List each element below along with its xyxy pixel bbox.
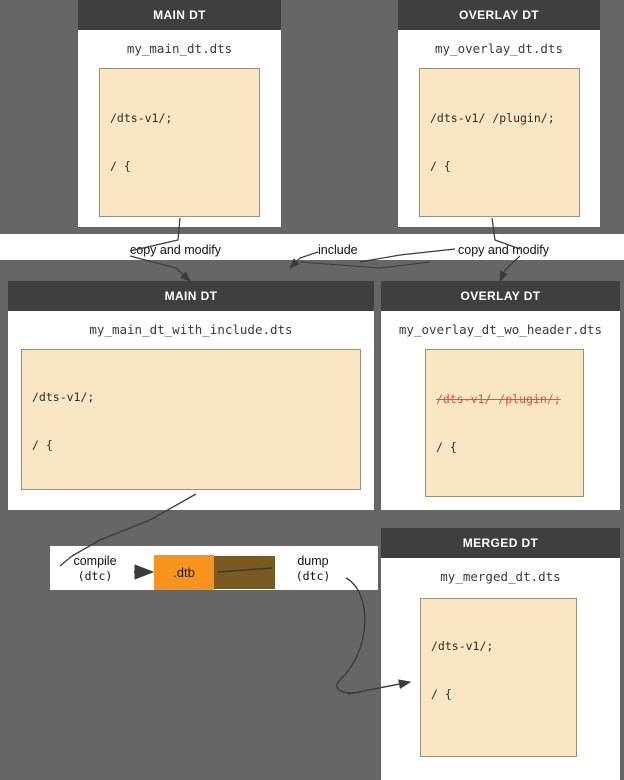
file-name-my-main-dt-with-include: my_main_dt_with_include.dts [89, 322, 293, 337]
edge-label-copy-modify-right: copy and modify [458, 243, 550, 257]
panel-overlay-dt-mid-header: OVERLAY DT [381, 281, 620, 311]
code-line: / { [32, 438, 53, 452]
panel-overlay-dt-top-body: my_overlay_dt.dts /dts-v1/ /plugin/; / {… [398, 30, 600, 227]
panel-main-dt-mid-header: MAIN DT [8, 281, 374, 311]
panel-main-dt-top-body: my_main_dt.dts /dts-v1/; / { … }; [78, 30, 281, 227]
code-line: / { [431, 687, 452, 701]
dtb-artifact-box: .dtb [154, 555, 214, 590]
file-name-my-main-dt: my_main_dt.dts [126, 41, 233, 56]
code-block-my-overlay-dt: /dts-v1/ /plugin/; / { … }; [419, 68, 580, 217]
panel-main-dt-mid: MAIN DT my_main_dt_with_include.dts /dts… [8, 281, 374, 510]
dtb-shadow [210, 556, 275, 589]
code-line: … [436, 488, 457, 497]
code-line: … [32, 481, 360, 489]
code-line: / { [436, 440, 457, 454]
panel-merged-dt-body: my_merged_dt.dts /dts-v1/; / { … … }; [381, 558, 620, 780]
code-line: /dts-v1/ /plugin/; [430, 111, 555, 125]
connector-dump-to-merged [336, 577, 366, 694]
file-name-my-merged-dt: my_merged_dt.dts [440, 569, 561, 584]
code-line: … [430, 207, 451, 217]
compile-tool-text: (dtc) [77, 569, 113, 583]
code-line: /dts-v1/; [110, 111, 173, 125]
dump-label-text: dump [297, 554, 329, 568]
code-line: /dts-v1/; [32, 390, 95, 404]
panel-main-dt-top-header: MAIN DT [78, 0, 281, 30]
code-block-my-merged-dt: /dts-v1/; / { … … }; [420, 598, 577, 757]
edge-label-copy-modify-left: copy and modify [130, 243, 222, 257]
code-block-my-main-dt: /dts-v1/; / { … }; [99, 68, 260, 217]
dump-tool-text: (dtc) [295, 569, 331, 583]
code-line: /dts-v1/; [431, 639, 494, 653]
panel-merged-dt: MERGED DT my_merged_dt.dts /dts-v1/; / {… [381, 528, 620, 780]
edge-label-include: include [318, 243, 358, 257]
panel-overlay-dt-top-header: OVERLAY DT [398, 0, 600, 30]
panel-main-dt-top: MAIN DT my_main_dt.dts /dts-v1/; / { … }… [78, 0, 281, 227]
panel-main-dt-mid-body: my_main_dt_with_include.dts /dts-v1/; / … [8, 311, 374, 510]
connector-include-underline [299, 261, 431, 269]
code-line: / { [110, 159, 131, 173]
panel-overlay-dt-mid-body: my_overlay_dt_wo_header.dts /dts-v1/ /pl… [381, 311, 620, 510]
code-block-my-main-dt-with-include: /dts-v1/; / { … }; /include/ "my_overlay… [21, 349, 361, 490]
code-line-struck: /dts-v1/ /plugin/; [436, 392, 561, 406]
dump-label: dump (dtc) [278, 554, 348, 584]
file-name-my-overlay-dt-wo-header: my_overlay_dt_wo_header.dts [398, 322, 603, 337]
code-block-my-overlay-dt-wo-header: /dts-v1/ /plugin/; / { … }; [425, 349, 584, 497]
code-line [431, 730, 576, 748]
panel-overlay-dt-mid: OVERLAY DT my_overlay_dt_wo_header.dts /… [381, 281, 620, 510]
file-name-my-overlay-dt: my_overlay_dt.dts [435, 41, 563, 56]
panel-overlay-dt-top: OVERLAY DT my_overlay_dt.dts /dts-v1/ /p… [398, 0, 600, 227]
panel-merged-dt-header: MERGED DT [381, 528, 620, 558]
compile-label-text: compile [73, 554, 117, 568]
compile-label: compile (dtc) [55, 554, 135, 584]
code-line: … [110, 207, 131, 217]
code-line: / { [430, 159, 451, 173]
